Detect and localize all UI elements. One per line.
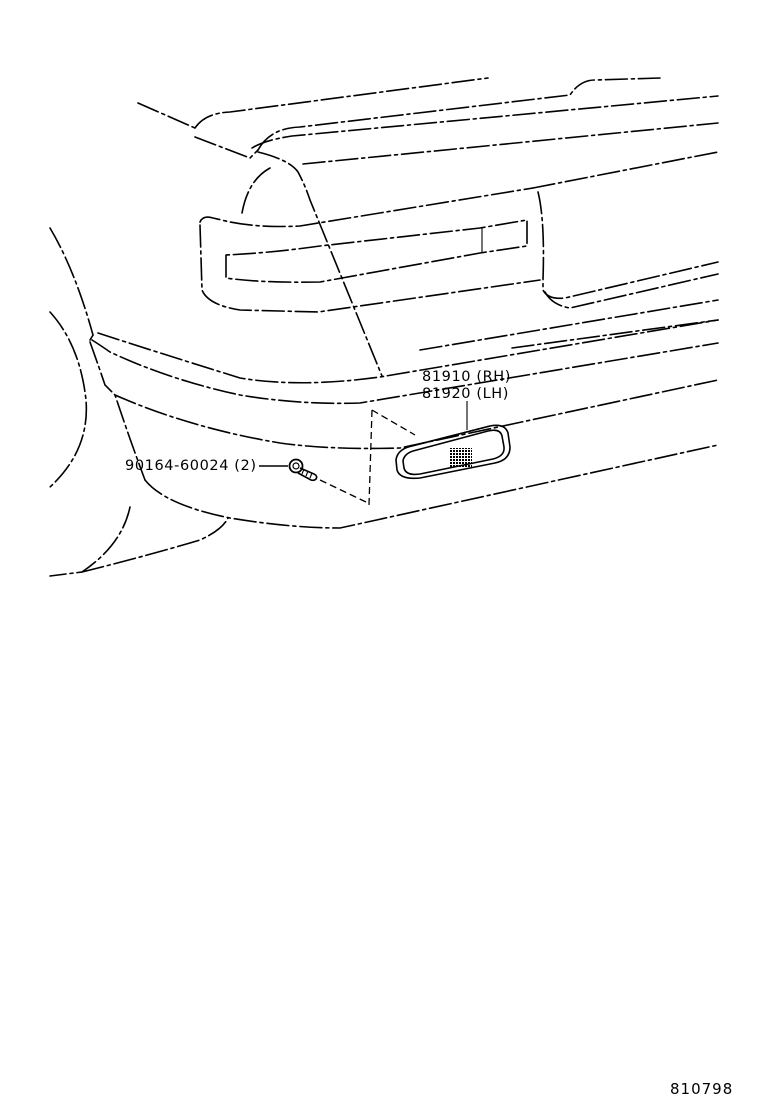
side-marker-lamp: [395, 401, 511, 480]
callout-81920-lh: 81920 (LH): [422, 386, 510, 402]
screw-fastener: [259, 458, 318, 482]
callout-90164-60024: 90164-60024 (2): [125, 458, 257, 474]
vehicle-body-outline: [49, 77, 719, 577]
assembly-guide-lines: [319, 409, 416, 506]
lamp-lens-pattern: [450, 448, 472, 468]
callout-81910-rh: 81910 (RH): [422, 369, 512, 385]
diagram-reference-number: 810798: [670, 1080, 734, 1098]
